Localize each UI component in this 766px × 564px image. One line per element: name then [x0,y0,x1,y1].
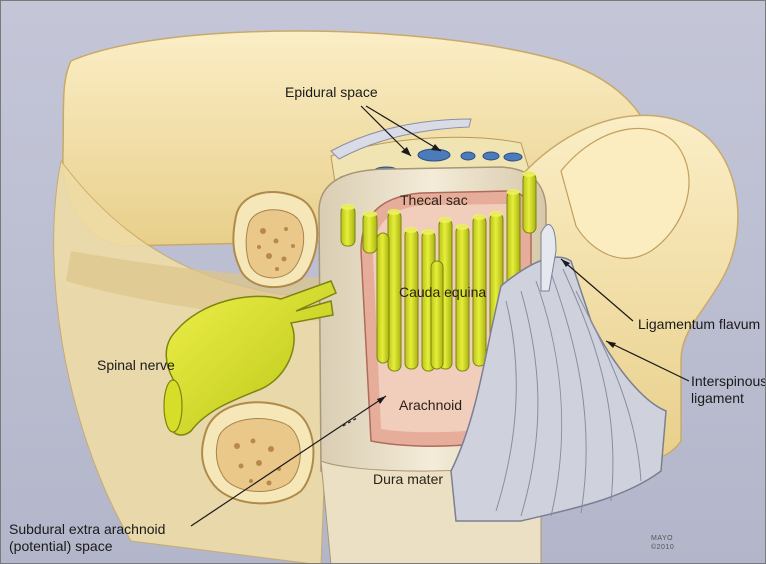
label-thecal-sac: Thecal sac [400,192,468,208]
subdural-dash [342,417,358,427]
upper-pedicle-texture [257,227,295,271]
ligamentum-flavum-shape [540,224,557,292]
leader-interspinous [605,340,690,382]
label-subdural-line1: Subdural extra arachnoid [9,521,166,537]
posterior-longitudinal-ligament [330,118,472,160]
label-subdural-line2: (potential) space [9,538,113,554]
interspinous-ligament-shape [450,256,667,522]
leader-subdural [190,395,387,527]
ligament-striations [495,268,642,517]
label-dura-mater: Dura mater [373,471,444,487]
facet-process [560,127,690,259]
label-interspinous-line2: ligament [691,390,744,406]
copyright-line1: MAYO [651,535,674,542]
label-ligamentum-flavum: Ligamentum flavum [638,316,761,332]
leader-epidural-2 [365,105,442,152]
label-spinal-nerve: Spinal nerve [97,357,175,373]
label-arachnoid: Arachnoid [399,397,463,413]
lower-pedicle-cancellous [215,418,301,492]
label-epidural-space: Epidural space [285,84,378,100]
leader-lines [190,105,690,527]
lower-pedicle-texture [234,438,281,486]
leader-ligamentum-flavum [560,258,634,322]
label-interspinous-line1: Interspinous [691,373,766,389]
cauda-equina-roots [340,172,537,372]
cauda-equina-root-tops [341,171,536,235]
copyright-line2: ©2010 [651,544,675,551]
leader-epidural-1 [360,105,412,157]
spinal-nerve-cut-end [163,379,183,433]
leader-arrowheads [377,144,616,404]
upper-pedicle-cancellous [245,209,305,279]
label-cauda-equina: Cauda equina [399,284,487,300]
